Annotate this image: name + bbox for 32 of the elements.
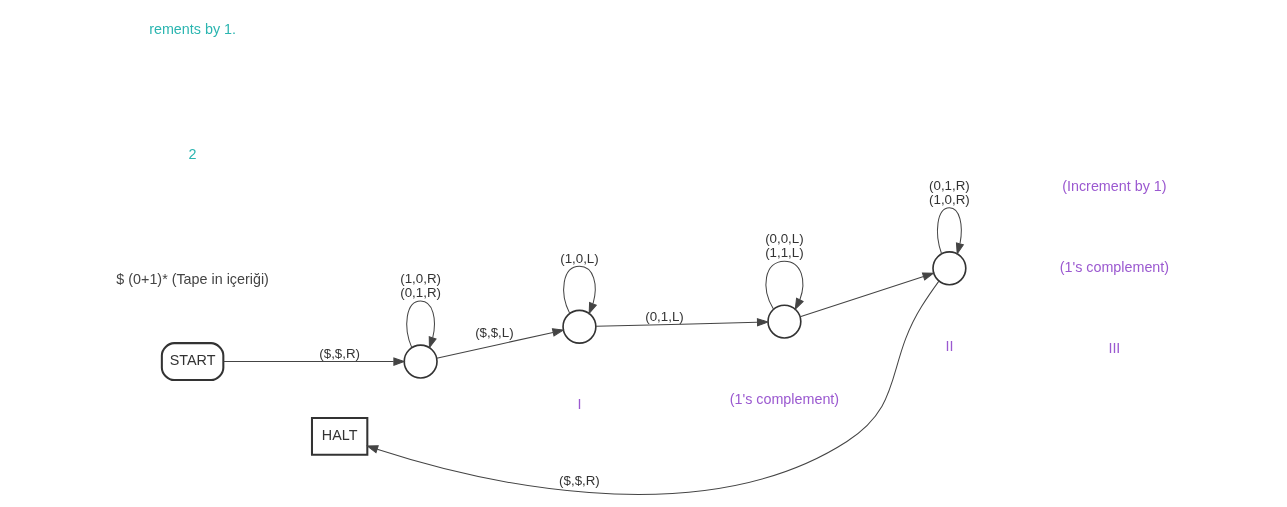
arrow	[223, 357, 406, 366]
edge-label: (1,0,L)	[560, 250, 599, 266]
edge-label: ($,$,R)	[559, 472, 600, 488]
arrow	[436, 328, 565, 359]
label: (Increment by 1)	[1062, 178, 1167, 195]
label: II	[945, 338, 954, 355]
node-box: START	[160, 342, 225, 382]
arrow	[406, 300, 437, 350]
node-circle	[767, 304, 802, 339]
arrow	[765, 260, 804, 311]
arrow	[937, 207, 965, 256]
arrow	[799, 272, 935, 318]
label: rements by 1.	[149, 21, 236, 38]
edge-label: (0,1,L)	[645, 308, 684, 324]
arrow	[563, 265, 598, 315]
edge-label: ($,$,R)	[319, 345, 360, 361]
label: (1's complement)	[729, 391, 840, 408]
label: III	[1108, 340, 1121, 357]
label: 2	[188, 146, 197, 163]
label: I	[577, 396, 582, 413]
node-circle	[562, 309, 597, 344]
node-circle	[403, 344, 438, 379]
edge-label: (0,1,R) (1,0,R)	[929, 177, 970, 208]
node-circle	[932, 251, 967, 286]
edge-label: (0,0,L) (1,1,L)	[765, 231, 804, 261]
node-box: HALT	[310, 416, 369, 456]
label: $ (0+1)* (Tape in içeriği)	[116, 271, 269, 288]
edge-label: (1,0,R) (0,1,R)	[400, 271, 441, 301]
arrow	[365, 280, 940, 495]
label: (1's complement)	[1059, 259, 1170, 276]
edge-label: ($,$,L)	[475, 325, 514, 341]
arrow	[595, 317, 770, 327]
